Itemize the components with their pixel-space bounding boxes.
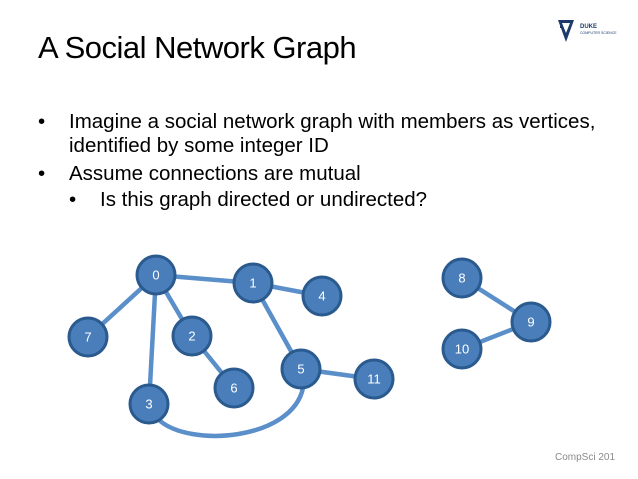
graph-node-label: 1 <box>249 276 256 291</box>
bullet-dot-icon: • <box>38 162 46 185</box>
graph-node-label: 4 <box>318 289 325 304</box>
graph-node-11: 11 <box>353 358 395 400</box>
graph-node-label: 3 <box>145 397 152 412</box>
graph-node-10: 10 <box>441 328 483 370</box>
graph-node-label: 2 <box>188 329 195 344</box>
graph-node-circle <box>441 328 483 370</box>
graph-node-circle <box>353 358 395 400</box>
graph-node-circle <box>510 301 552 343</box>
logo-subtitle: COMPUTER SCIENCE <box>580 31 617 35</box>
graph-node-2: 2 <box>171 315 213 357</box>
graph-node-label: 10 <box>455 342 469 357</box>
graph-node-circle <box>280 348 322 390</box>
graph-edge-3-5 <box>156 385 306 439</box>
bullet-dot-icon: • <box>69 188 77 211</box>
graph-node-9: 9 <box>510 301 552 343</box>
graph-node-label: 7 <box>84 330 91 345</box>
graph-node-5: 5 <box>280 348 322 390</box>
graph-node-circle <box>135 254 177 296</box>
graph-node-circle <box>67 316 109 358</box>
graph-node-label: 8 <box>458 271 465 286</box>
graph-node-label: 9 <box>527 315 534 330</box>
graph-node-6: 6 <box>213 367 255 409</box>
graph-node-circle <box>441 257 483 299</box>
bullet-text: Imagine a social network graph with memb… <box>69 110 596 157</box>
graph-node-0: 0 <box>135 254 177 296</box>
logo-brand: DUKE <box>580 24 598 30</box>
footer-course: CompSci 201 <box>555 452 616 463</box>
graph-node-circle <box>171 315 213 357</box>
bullet-item: • Assume connections are mutual <box>38 162 598 186</box>
graph-node-label: 11 <box>367 372 381 387</box>
graph-node-circle <box>232 262 274 304</box>
graph-node-8: 8 <box>441 257 483 299</box>
graph-node-4: 4 <box>301 275 343 317</box>
graph-node-1: 1 <box>232 262 274 304</box>
graph-node-3: 3 <box>128 383 170 425</box>
bullet-text: Is this graph directed or undirected? <box>100 188 428 211</box>
graph-node-label: 6 <box>230 381 237 396</box>
bullet-item: • Imagine a social network graph with me… <box>38 110 598 158</box>
graph-node-label: 5 <box>297 362 304 377</box>
slide-title: A Social Network Graph <box>38 30 357 65</box>
graph-node-7: 7 <box>67 316 109 358</box>
sub-bullet-item: • Is this graph directed or undirected? <box>38 188 598 212</box>
duke-logo-icon <box>558 20 574 42</box>
graph-node-circle <box>128 383 170 425</box>
graph-node-circle <box>301 275 343 317</box>
graph-node-circle <box>213 367 255 409</box>
bullet-dot-icon: • <box>38 110 46 133</box>
graph-edge-0-3 <box>146 272 159 407</box>
bullet-list: • Imagine a social network graph with me… <box>38 110 598 212</box>
graph-node-label: 0 <box>152 268 159 283</box>
bullet-text: Assume connections are mutual <box>69 162 361 185</box>
